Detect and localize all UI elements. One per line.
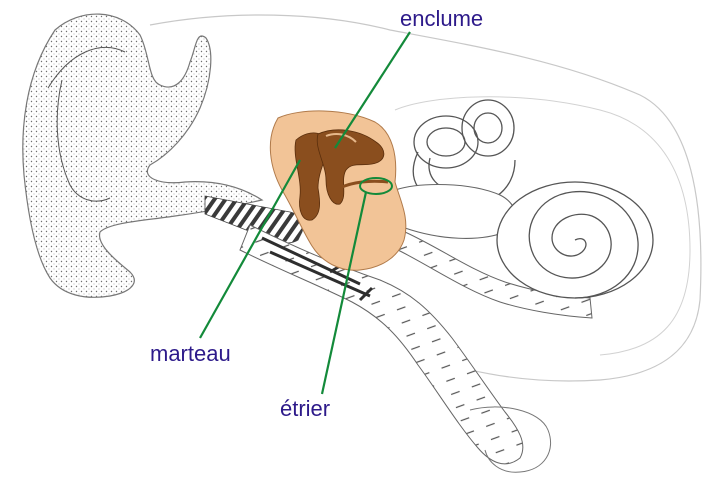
pinna xyxy=(23,14,262,297)
label-marteau: marteau xyxy=(150,343,231,365)
cochlea xyxy=(497,182,653,298)
label-etrier: étrier xyxy=(280,398,330,420)
label-enclume: enclume xyxy=(400,8,483,30)
